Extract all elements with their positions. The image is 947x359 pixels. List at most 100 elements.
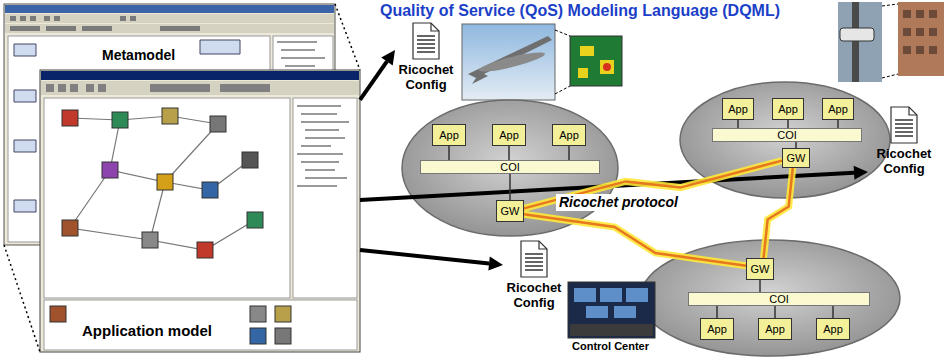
model-icon xyxy=(242,152,258,168)
config-file: Ricochet Config xyxy=(503,240,565,322)
bus-link xyxy=(510,174,511,200)
model-icon xyxy=(197,242,213,258)
bus-link xyxy=(717,306,718,318)
bus-link xyxy=(838,120,839,128)
bus-line xyxy=(568,146,570,160)
app-box: App xyxy=(822,98,854,120)
app-label: App xyxy=(765,323,785,335)
bus-link xyxy=(775,306,776,318)
bus-line xyxy=(787,120,789,128)
control-center-photo xyxy=(568,282,655,338)
bus-link xyxy=(833,306,834,318)
palette-icon xyxy=(275,306,291,322)
window-label: Application model xyxy=(80,322,214,339)
lightning-line xyxy=(524,214,746,266)
document-icon xyxy=(520,240,548,278)
app-label: App xyxy=(823,323,843,335)
bus-link xyxy=(788,120,789,128)
document-lines xyxy=(417,36,435,52)
model-icon xyxy=(162,108,178,124)
document-fold xyxy=(431,23,439,31)
bus-label: COI xyxy=(769,293,789,305)
camera-photo xyxy=(838,2,882,82)
palette-icon xyxy=(275,328,291,344)
bus-line xyxy=(448,146,450,160)
app-label: App xyxy=(728,103,748,115)
model-icon xyxy=(247,212,263,228)
coi-bus: COI xyxy=(688,292,870,306)
document-lines xyxy=(525,254,543,270)
bus-link xyxy=(569,146,570,160)
bus-line xyxy=(759,280,761,292)
config-label: Ricochet Config xyxy=(395,62,457,92)
document-fold xyxy=(539,241,547,249)
control-desk xyxy=(570,324,653,336)
config-file: Ricochet Config xyxy=(395,22,457,102)
app-box: App xyxy=(432,124,466,146)
model-icon xyxy=(62,220,78,236)
coi-bus: COI xyxy=(420,160,600,174)
document-fold xyxy=(909,107,917,115)
building-photo xyxy=(898,2,944,76)
app-box: App xyxy=(552,124,586,146)
zoom-lines xyxy=(4,4,360,352)
uav-body xyxy=(478,49,546,75)
model-icon xyxy=(102,162,118,178)
bus-line xyxy=(508,146,510,160)
config-label: Ricochet Config xyxy=(503,280,565,310)
bus-link xyxy=(738,120,739,128)
model-icon xyxy=(142,232,158,248)
palette-icon xyxy=(50,306,66,322)
arrow-head xyxy=(488,257,503,271)
thermal-hotspot xyxy=(603,63,611,71)
arrow-line xyxy=(360,61,387,99)
window-label: Metamodel xyxy=(100,47,177,63)
diagram-title: Quality of Service (QoS) Modeling Langua… xyxy=(380,2,780,20)
gateway-box: GW xyxy=(496,200,524,222)
model-icon xyxy=(62,110,78,126)
config-file: Ricochet Config xyxy=(868,106,940,188)
bus-line xyxy=(837,120,839,128)
tool-window: Metamodel xyxy=(4,4,335,245)
app-box: App xyxy=(772,98,804,120)
app-label: App xyxy=(499,129,519,141)
camera-body xyxy=(840,28,874,41)
app-box: App xyxy=(700,318,734,340)
model-links xyxy=(70,116,255,250)
model-icon xyxy=(112,112,128,128)
arrow-head xyxy=(854,166,868,180)
uav-photo xyxy=(462,24,555,100)
document-page xyxy=(521,241,547,277)
bus-line xyxy=(716,306,718,318)
palette-icon xyxy=(250,306,266,322)
document-page xyxy=(413,23,439,59)
app-box: App xyxy=(492,124,526,146)
app-label: App xyxy=(778,103,798,115)
lightning-glow xyxy=(524,214,746,266)
bus-link xyxy=(449,146,450,160)
app-label: App xyxy=(828,103,848,115)
app-label: App xyxy=(439,129,459,141)
thermal-hotspots xyxy=(578,46,614,78)
edge-label: Ricochet protocol xyxy=(556,194,681,211)
bus-line xyxy=(832,306,834,318)
bus-label: COI xyxy=(777,129,797,141)
palette xyxy=(44,300,357,350)
app-label: App xyxy=(707,323,727,335)
config-label: Ricochet Config xyxy=(868,146,940,176)
label-slot: Control Center xyxy=(572,340,649,353)
gateway-box: GW xyxy=(782,148,810,168)
bus-line xyxy=(737,120,739,128)
model-icon xyxy=(157,174,173,190)
toolbar-icons xyxy=(10,16,200,31)
arrow-line xyxy=(360,250,489,264)
building-windows xyxy=(903,10,937,54)
model-arrow xyxy=(360,50,395,100)
model-icon xyxy=(210,116,226,132)
thermal-image xyxy=(570,36,622,86)
bus-line xyxy=(774,306,776,318)
app-box: App xyxy=(758,318,792,340)
coi-cloud xyxy=(402,100,618,236)
gateway-box: GW xyxy=(746,258,774,280)
edge-label-slot: Ricochet protocol xyxy=(556,194,681,211)
